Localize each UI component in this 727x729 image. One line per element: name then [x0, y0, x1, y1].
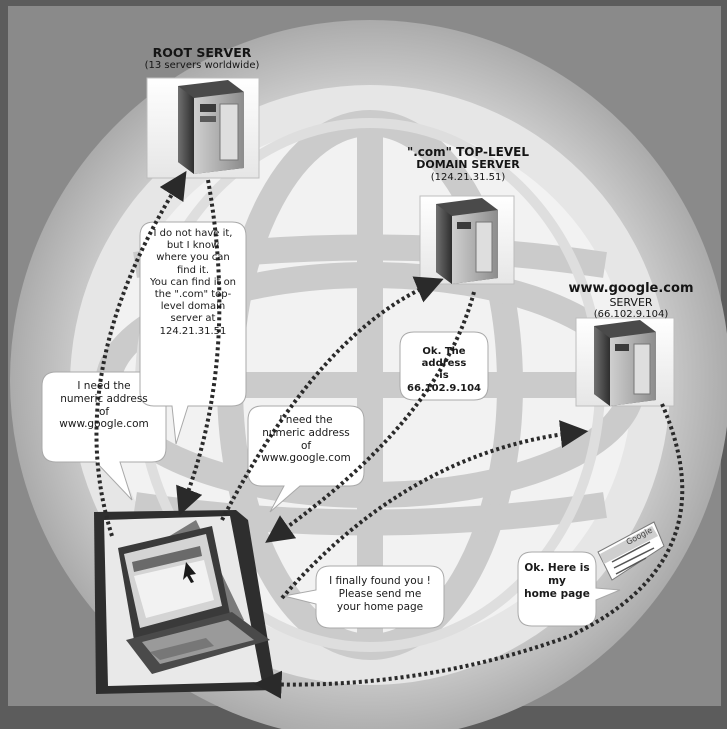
root-server-icon-group: [147, 78, 259, 178]
root-reply-line: find it.: [140, 265, 246, 277]
tld-server-title-line2: DOMAIN SERVER: [398, 159, 538, 171]
ask-tld-line: I need the: [250, 414, 362, 427]
server-tower-icon: [594, 320, 656, 406]
google-server-ip: (66.102.9.104): [556, 309, 706, 320]
tld-reply-line: is: [402, 370, 486, 382]
tld-server-title-line1: ".com" TOP-LEVEL: [398, 146, 538, 159]
root-reply-text: I do not have it, but I know where you c…: [140, 228, 246, 338]
root-reply-line: where you can: [140, 252, 246, 264]
google-server-title-line2: SERVER: [556, 297, 706, 309]
ask-root-line: www.google.com: [44, 418, 164, 431]
ask-root-line: I need the: [44, 380, 164, 393]
tld-server-icon-group: [420, 196, 514, 284]
server-tower-icon: [178, 80, 244, 174]
ask-google-text: I finally found you ! Please send me you…: [318, 575, 442, 613]
server-tower-icon: [436, 198, 498, 284]
ask-root-text: I need the numeric address of www.google…: [44, 380, 164, 431]
root-reply-line: server at: [140, 313, 246, 325]
tld-reply-line: 66.102.9.104: [402, 383, 486, 395]
root-reply-line: but I know: [140, 240, 246, 252]
root-server-label: ROOT SERVER (13 servers worldwide): [128, 46, 276, 71]
ask-google-line: your home page: [318, 601, 442, 614]
ask-tld-line: www.google.com: [250, 452, 362, 465]
google-reply-line: home page: [520, 588, 594, 601]
ask-tld-line: of: [250, 440, 362, 453]
google-reply-line: my: [520, 575, 594, 588]
root-server-subtitle: (13 servers worldwide): [128, 60, 276, 71]
root-reply-line: the ".com" top-: [140, 289, 246, 301]
ask-root-line: of: [44, 406, 164, 419]
google-server-label: www.google.com SERVER (66.102.9.104): [556, 282, 706, 320]
ask-tld-text: I need the numeric address of www.google…: [250, 414, 362, 465]
google-reply-text: Ok. Here is my home page: [520, 562, 594, 600]
tld-reply-text: Ok. The address is 66.102.9.104: [402, 346, 486, 395]
root-server-title: ROOT SERVER: [128, 46, 276, 60]
google-reply-line: Ok. Here is: [520, 562, 594, 575]
google-server-title-line1: www.google.com: [556, 282, 706, 297]
root-reply-line: You can find it on: [140, 277, 246, 289]
tld-server-label: ".com" TOP-LEVEL DOMAIN SERVER (124.21.3…: [398, 146, 538, 183]
root-reply-line: I do not have it,: [140, 228, 246, 240]
tld-server-ip: (124.21.31.51): [398, 172, 538, 183]
ask-google-line: Please send me: [318, 588, 442, 601]
ask-root-line: numeric address: [44, 393, 164, 406]
ask-google-line: I finally found you !: [318, 575, 442, 588]
ask-tld-line: numeric address: [250, 427, 362, 440]
root-reply-line: 124.21.31.51: [140, 326, 246, 338]
google-server-icon-group: [576, 318, 674, 406]
root-reply-line: level domain: [140, 301, 246, 313]
tld-reply-line: Ok. The address: [402, 346, 486, 370]
